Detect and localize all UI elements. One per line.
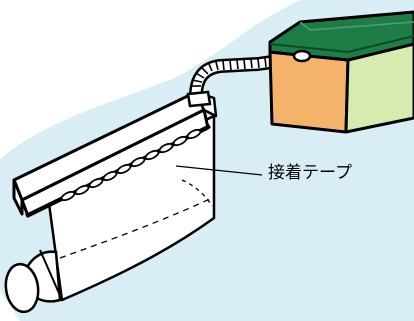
adhesive-tape-label: 接着テープ [268, 163, 352, 183]
control-device [270, 12, 414, 132]
